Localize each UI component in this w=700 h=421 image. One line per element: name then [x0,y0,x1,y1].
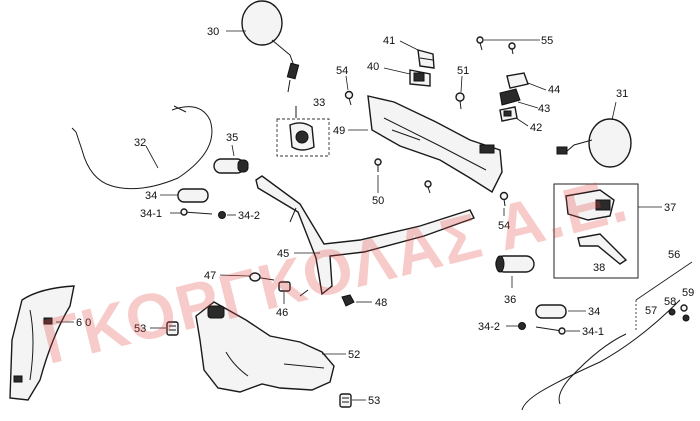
bar-end-weight-right [535,304,567,319]
watermark: ΓΚΟΡΓΚΟΛΑΣ Α.Ε. [35,163,636,378]
nut-34-2-left [218,211,226,219]
screw-54-lower [499,191,509,207]
label-54: 54 [336,65,348,77]
throttle-cable [71,105,213,190]
windscreen [9,285,75,401]
label-32: 32 [134,137,146,149]
label-45: 45 [277,248,289,260]
throttle-clamp [276,106,330,157]
switch-42 [499,106,518,122]
washer-46 [278,281,291,292]
switch-41 [417,49,435,69]
label-34-2: 34-2 [238,210,260,222]
label-57: 57 [645,305,657,317]
label-43: 43 [538,103,550,115]
label-59: 59 [682,287,694,299]
label-47: 47 [204,270,216,282]
bolt-34-1-right [535,326,566,335]
bolt-34-1-left [180,208,213,216]
label-40: 40 [367,61,379,73]
label-31: 31 [616,88,628,100]
label-49: 49 [333,125,345,137]
bolt-47 [247,272,275,282]
label-34-right: 34 [588,306,600,318]
label-58: 58 [664,296,676,308]
label-34: 34 [145,190,157,202]
screw-51 [455,92,465,110]
label-35: 35 [226,132,238,144]
label-34-1-right: 34-1 [582,326,604,338]
label-34-2-right: 34-2 [478,321,500,333]
label-38: 38 [593,262,605,274]
label-55: 55 [541,35,553,47]
left-mirror [241,0,300,93]
label-54-lower: 54 [498,220,510,232]
label-52: 52 [348,349,360,361]
label-53: 53 [134,323,146,335]
label-46: 46 [276,307,288,319]
label-30: 30 [207,26,219,38]
nut-48 [341,294,355,307]
lower-handlebar-cover [195,301,335,393]
right-mirror [556,118,632,168]
label-44: 44 [548,84,560,96]
label-41: 41 [383,35,395,47]
label-36: 36 [504,294,516,306]
label-50: 50 [372,195,384,207]
brake-cable [521,261,693,411]
throttle-grip [213,158,249,174]
screws-50 [374,158,432,194]
clip-53-upper [166,321,179,336]
upper-handlebar-cover [367,95,503,194]
label-37: 37 [664,202,676,214]
nut-34-2-right [518,322,526,330]
clip-53-lower [339,393,352,408]
label-56: 56 [668,249,680,261]
switch-40 [409,69,431,87]
label-53-lower: 53 [368,395,380,407]
label-48: 48 [375,297,387,309]
label-42: 42 [530,122,542,134]
label-60: 6 0 [76,317,91,329]
label-33: 33 [313,97,325,109]
screws-55 [476,36,516,55]
brake-lever-assembly [553,183,639,279]
switch-44 [506,72,529,89]
grip-right [495,255,535,273]
label-51: 51 [457,65,469,77]
label-34-1: 34-1 [140,208,162,220]
switch-43 [499,88,521,106]
screw-54-top [344,90,354,106]
bar-end-weight-left [177,188,209,203]
handlebar [255,175,475,297]
